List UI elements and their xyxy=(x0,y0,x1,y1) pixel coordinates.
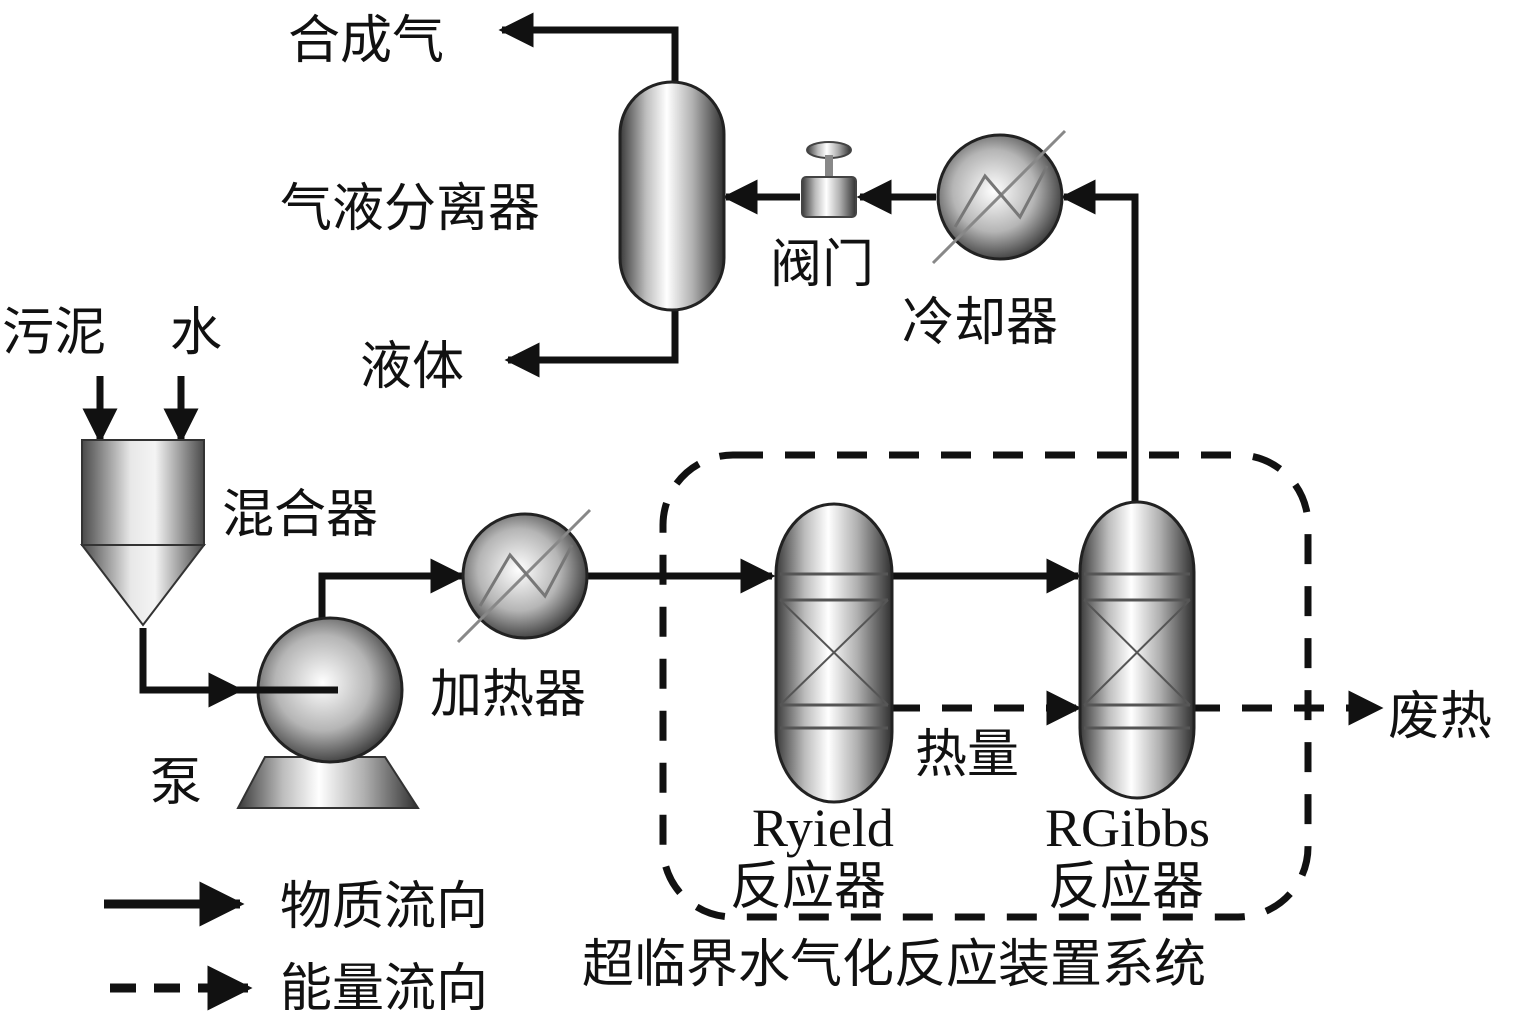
pump[interactable] xyxy=(236,616,420,809)
rgibbs-to-cooler-stream xyxy=(1060,179,1139,502)
mixer-to-pump-stream xyxy=(139,628,244,708)
system-title: 超临界水气化反应装置系统 xyxy=(582,935,1206,995)
syngas-outlet-stream xyxy=(498,12,679,86)
mixer-vessel[interactable] xyxy=(79,439,207,627)
legend-material-label: 物质流向 xyxy=(280,877,488,937)
reactor-system-boundary xyxy=(659,451,1312,921)
rgibbs-reactor[interactable] xyxy=(1078,500,1196,800)
separator-label: 气液分离器 xyxy=(280,179,540,239)
water-label: 水 xyxy=(170,303,222,363)
liquid-outlet-stream xyxy=(504,306,679,378)
syngas-label: 合成气 xyxy=(288,11,444,71)
legend: 物质流向 能量流向 xyxy=(104,877,488,1016)
pump-to-heater-stream xyxy=(318,558,466,618)
waste-heat-label: 废热 xyxy=(1388,687,1492,747)
valve[interactable] xyxy=(801,141,857,218)
rgibbs-name-label: RGibbs xyxy=(1045,798,1210,858)
rgibbs-suffix-label: 反应器 xyxy=(1048,857,1204,917)
sludge-label: 污泥 xyxy=(2,303,106,363)
mixer-label: 混合器 xyxy=(222,485,378,545)
ryield-name-label: Ryield xyxy=(752,798,894,858)
legend-energy-label: 能量流向 xyxy=(280,959,488,1016)
heater-label: 加热器 xyxy=(430,665,586,725)
gas-liquid-separator[interactable] xyxy=(618,80,726,312)
valve-label: 阀门 xyxy=(770,235,874,295)
ryield-reactor[interactable] xyxy=(774,502,894,804)
pump-label: 泵 xyxy=(150,753,202,813)
heater[interactable] xyxy=(456,508,592,644)
heat-label: 热量 xyxy=(915,725,1019,785)
liquid-label: 液体 xyxy=(360,337,464,397)
ryield-suffix-label: 反应器 xyxy=(730,857,886,917)
material-flows xyxy=(82,12,1139,708)
cooler[interactable] xyxy=(931,129,1067,265)
cooler-label: 冷却器 xyxy=(902,293,1058,353)
